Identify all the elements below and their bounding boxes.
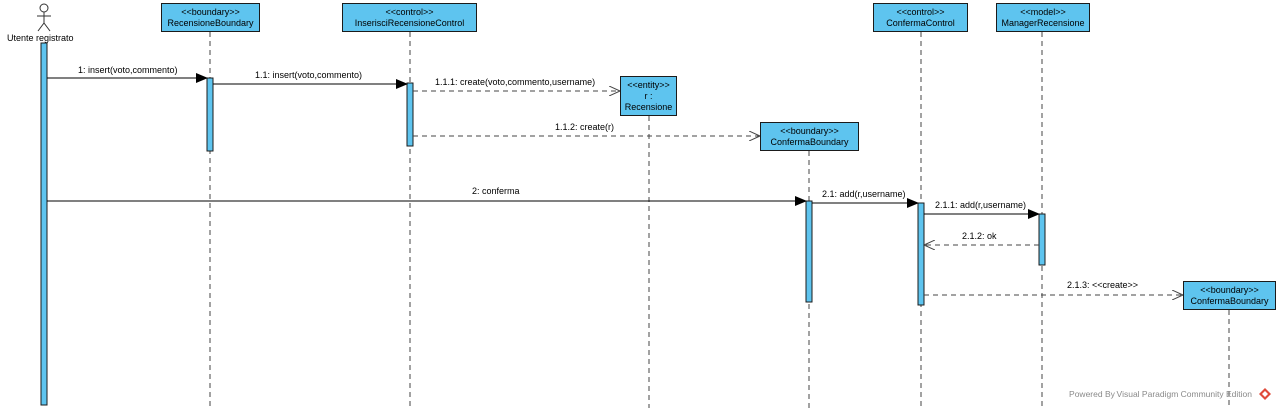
stereotype-label: <<model>>	[1020, 6, 1066, 17]
stereotype-label: <<control>>	[896, 6, 945, 17]
lifeline-head-conferma-boundary-2[interactable]: <<boundary>> ConfermaBoundary	[1183, 281, 1276, 310]
message-label-2-1-3: 2.1.3: <<create>>	[1067, 280, 1139, 290]
lifeline-name: RecensioneBoundary	[167, 17, 254, 28]
lifeline-name: ConfermaBoundary	[1190, 295, 1269, 306]
stereotype-label: <<boundary>>	[1200, 284, 1259, 295]
message-label-1-1: 1.1: insert(voto,commento)	[255, 70, 363, 80]
activation-conferma-control	[917, 202, 925, 306]
lifeline-name: InserisciRecensioneControl	[354, 17, 465, 28]
message-label-2: 2: conferma	[472, 186, 520, 196]
lifeline-name: ManagerRecensione	[1001, 17, 1085, 28]
powered-by-footer: Powered By Visual Paradigm Community Edi…	[1069, 389, 1252, 399]
activation-inserisci-control	[406, 82, 414, 147]
message-label-2-1-2: 2.1.2: ok	[962, 231, 997, 241]
message-label-1-1-1: 1.1.1: create(voto,commento,username)	[435, 77, 596, 87]
stereotype-label: <<control>>	[385, 6, 434, 17]
message-label-2-1-1: 2.1.1: add(r,username)	[935, 200, 1027, 210]
lifeline-head-conferma-control[interactable]: <<control>> ConfermaControl	[873, 3, 968, 32]
instance-label: r :	[644, 90, 653, 101]
message-label-1-1-2: 1.1.2: create(r)	[555, 122, 615, 132]
lifeline-head-recensione-boundary[interactable]: <<boundary>> RecensioneBoundary	[161, 3, 260, 32]
stereotype-label: <<entity>>	[627, 79, 670, 90]
lifeline-name: Recensione	[624, 101, 673, 112]
visual-paradigm-logo-icon	[1259, 388, 1271, 400]
message-label-2-1: 2.1: add(r,username)	[822, 189, 906, 199]
lifeline-head-recensione-entity[interactable]: <<entity>> r : Recensione	[620, 76, 677, 116]
lifeline-name: ConfermaControl	[886, 17, 955, 28]
activation-manager-recensione	[1038, 213, 1046, 266]
actor-activation-bar	[40, 42, 48, 406]
activation-recensione-boundary	[206, 77, 214, 152]
lifeline-head-conferma-boundary-1[interactable]: <<boundary>> ConfermaBoundary	[760, 122, 859, 151]
stereotype-label: <<boundary>>	[780, 125, 839, 136]
lifeline-head-inserisci-control[interactable]: <<control>> InserisciRecensioneControl	[342, 3, 477, 32]
message-label-1: 1: insert(voto,commento)	[78, 65, 178, 75]
actor-icon	[37, 3, 51, 32]
lifeline-head-manager-recensione[interactable]: <<model>> ManagerRecensione	[996, 3, 1090, 32]
actor-label: Utente registrato	[7, 33, 74, 43]
activation-conferma-boundary	[805, 200, 813, 303]
stereotype-label: <<boundary>>	[181, 6, 240, 17]
lifeline-name: ConfermaBoundary	[770, 136, 849, 147]
